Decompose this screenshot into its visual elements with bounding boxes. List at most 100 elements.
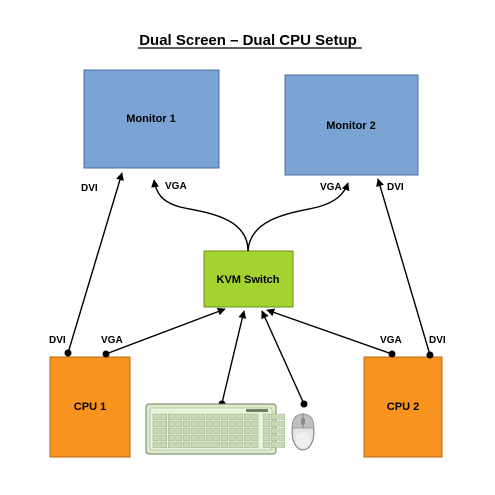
keyboard-key bbox=[221, 413, 228, 420]
cpu1-vga-label: VGA bbox=[101, 335, 123, 346]
keyboard-key bbox=[198, 434, 206, 441]
keyboard-key bbox=[175, 427, 183, 434]
keyboard-key bbox=[198, 413, 206, 420]
keyboard-key bbox=[190, 434, 198, 441]
kvm-switch-label: KVM Switch bbox=[217, 274, 280, 286]
keyboard-key bbox=[251, 420, 259, 427]
keyboard-key bbox=[228, 434, 236, 441]
cpu2-dvi-port-dot bbox=[426, 351, 434, 359]
kvm-switch-node: KVM Switch bbox=[203, 250, 294, 308]
keyboard-numpad-key bbox=[263, 427, 270, 434]
keyboard-numpad-key bbox=[263, 441, 270, 448]
keyboard-key bbox=[183, 413, 190, 420]
monitor2-dvi-label: DVI bbox=[387, 182, 404, 193]
keyboard-key bbox=[152, 441, 160, 448]
keyboard-numpad-key bbox=[263, 420, 270, 427]
keyboard-key bbox=[243, 427, 251, 434]
monitor-1-node: Monitor 1 bbox=[83, 69, 220, 169]
keyboard-key bbox=[243, 413, 251, 420]
mouse-kvm-cable bbox=[261, 310, 305, 405]
monitor2-vga-label: VGA bbox=[320, 182, 342, 193]
keyboard-key bbox=[175, 441, 183, 448]
keyboard-key bbox=[175, 413, 183, 420]
cpu-2-box bbox=[363, 356, 443, 458]
keyboard-key bbox=[221, 420, 228, 427]
monitor1-vga-label: VGA bbox=[165, 181, 187, 192]
cpu2-kvm-vga-cable bbox=[266, 308, 393, 355]
keyboard-key bbox=[205, 434, 213, 441]
cpu-1-node: CPU 1 bbox=[49, 356, 131, 458]
cpu-2-node: CPU 2 bbox=[363, 356, 443, 458]
keyboard-key bbox=[243, 441, 251, 448]
keyboard-key bbox=[190, 420, 198, 427]
keyboard-key bbox=[167, 441, 175, 448]
keyboard-key bbox=[175, 434, 183, 441]
keyboard-key bbox=[190, 427, 198, 434]
keyboard-key bbox=[183, 420, 190, 427]
monitor-1-label: Monitor 1 bbox=[126, 113, 176, 125]
keyboard-key bbox=[183, 427, 190, 434]
cpu1-dvi-label: DVI bbox=[49, 335, 66, 346]
cpu-2-label: CPU 2 bbox=[387, 401, 419, 413]
keyboard-key bbox=[160, 434, 168, 441]
keyboard-key bbox=[243, 420, 251, 427]
keyboard-key bbox=[190, 441, 221, 448]
cpu1-kvm-vga-cable bbox=[105, 307, 226, 355]
keyboard-key bbox=[228, 427, 236, 434]
monitor-2-box bbox=[284, 74, 419, 176]
keyboard-key bbox=[251, 434, 259, 441]
keyboard-key bbox=[251, 413, 259, 420]
keyboard-key bbox=[243, 434, 251, 441]
cpu-1-box bbox=[49, 356, 131, 458]
diagram-title: Dual Screen – Dual CPU Setup bbox=[139, 32, 357, 49]
keyboard-key bbox=[205, 427, 213, 434]
keyboard-numpad-key bbox=[278, 441, 286, 448]
keyboard-numpad-key bbox=[278, 420, 286, 427]
cpu1-dvi-port-dot bbox=[64, 349, 72, 357]
keyboard-key bbox=[228, 441, 236, 448]
keyboard-key bbox=[167, 427, 175, 434]
mouse-icon bbox=[291, 413, 315, 451]
keyboard-key bbox=[213, 413, 221, 420]
keyboard-key bbox=[160, 420, 168, 427]
cpu2-vga-port-dot bbox=[388, 350, 396, 358]
keyboard-key bbox=[213, 434, 221, 441]
keyboard-key bbox=[205, 413, 213, 420]
keyboard-key bbox=[183, 441, 190, 448]
keyboard-key bbox=[251, 441, 259, 448]
monitor1-dvi-label: DVI bbox=[81, 183, 98, 194]
keyboard-key bbox=[160, 413, 168, 420]
keyboard-key bbox=[167, 434, 175, 441]
keyboard-key bbox=[198, 427, 206, 434]
keyboard-key bbox=[152, 420, 160, 427]
cpu1-vga-port-dot bbox=[102, 350, 110, 358]
keyboard-key bbox=[236, 434, 244, 441]
monitor-1-box bbox=[83, 69, 220, 169]
keyboard-key bbox=[175, 420, 183, 427]
keyboard-key bbox=[221, 441, 228, 448]
keyboard-key bbox=[228, 420, 236, 427]
cpu2-monitor2-dvi-cable bbox=[376, 178, 431, 356]
keyboard-key bbox=[205, 420, 213, 427]
keyboard-key bbox=[152, 413, 160, 420]
keyboard-numpad-key bbox=[270, 441, 278, 448]
keyboard-key bbox=[213, 427, 221, 434]
cpu1-monitor1-dvi-cable bbox=[67, 172, 124, 354]
keyboard-numpad-key bbox=[270, 420, 278, 427]
keyboard-numpad-key bbox=[278, 427, 286, 434]
keyboard-key bbox=[221, 427, 228, 434]
keyboard-key bbox=[198, 420, 206, 427]
kvm-monitor1-vga-cable bbox=[151, 179, 249, 252]
keyboard-icon bbox=[145, 403, 286, 455]
keyboard-key bbox=[228, 413, 236, 420]
keyboard-key bbox=[152, 427, 160, 434]
keyboard-numpad-key bbox=[263, 434, 270, 441]
keyboard-numpad-key bbox=[270, 434, 278, 441]
cpu-1-label: CPU 1 bbox=[74, 401, 106, 413]
keyboard-key bbox=[152, 434, 160, 441]
keyboard-numpad-key bbox=[270, 413, 278, 420]
keyboard-numpad-key bbox=[263, 413, 270, 420]
monitor-2-label: Monitor 2 bbox=[326, 120, 376, 132]
keyboard-numpad-key bbox=[278, 413, 286, 420]
